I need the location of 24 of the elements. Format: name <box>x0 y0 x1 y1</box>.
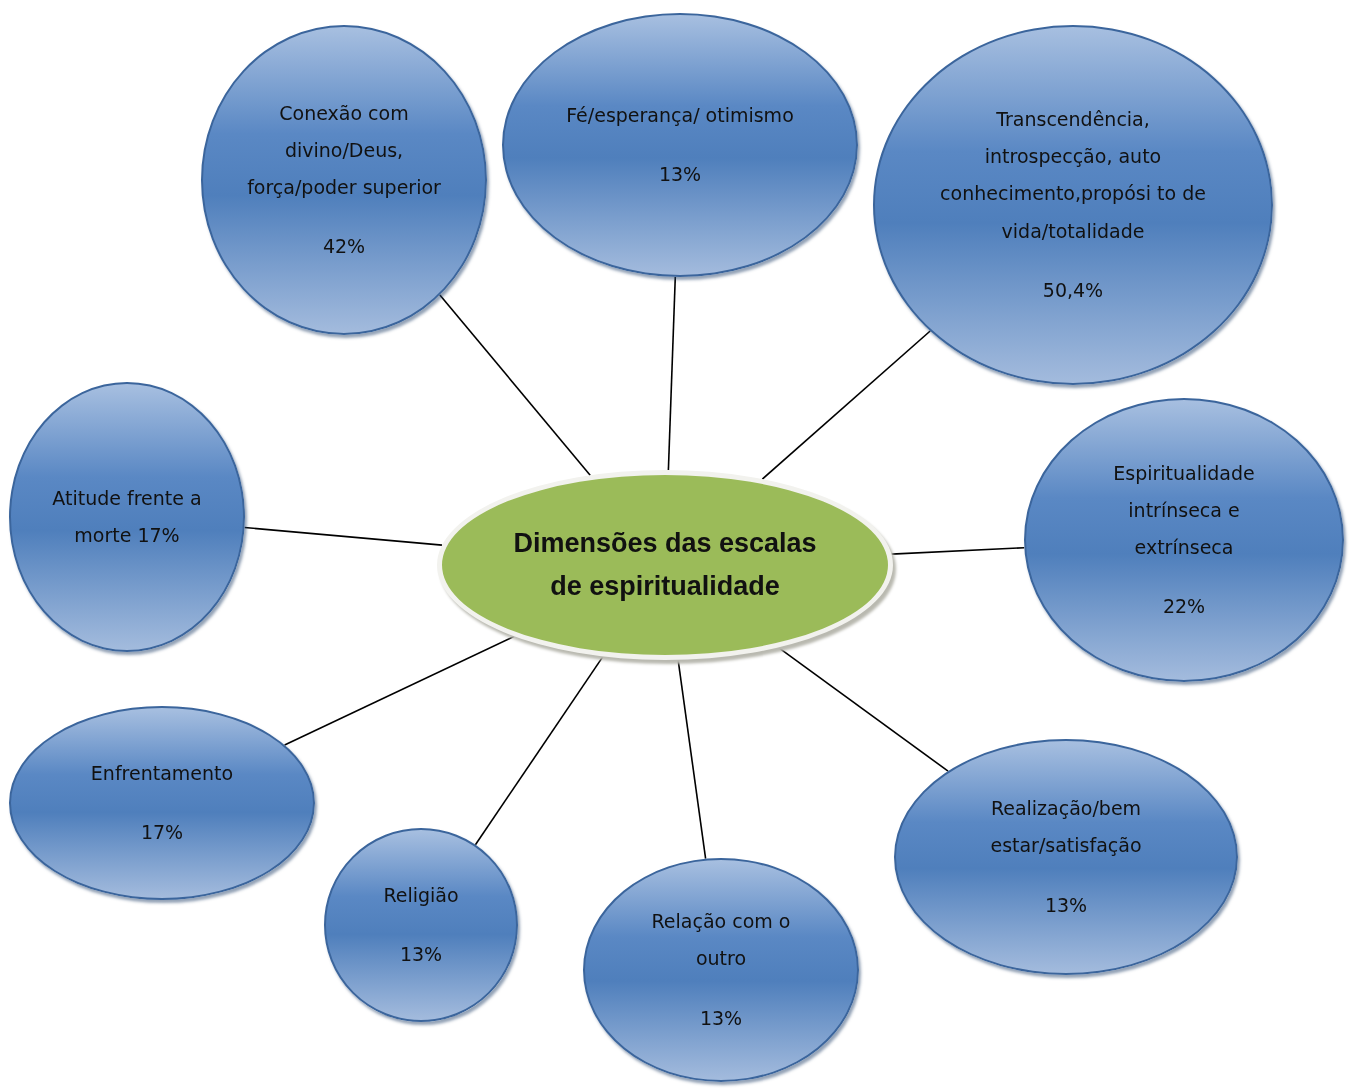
dimension-label: Relação com o outro <box>650 909 792 972</box>
connector-line <box>667 276 677 471</box>
percentage-value: 50,4% <box>1042 277 1104 303</box>
central-title: Dimensões das escalas de espiritualidade <box>512 526 818 603</box>
connector-line <box>890 546 1026 555</box>
dimension-label: Atitude frente a morte 17% <box>51 485 203 548</box>
percentage-value: 22% <box>1162 594 1206 620</box>
dimension-label: Conexão com divino/Deus, força/poder superior <box>246 100 442 200</box>
percentage-value: 13% <box>658 162 702 187</box>
percentage-value: 13% <box>699 1005 743 1031</box>
percentage-value: 13% <box>399 942 443 967</box>
dimension-label: Realização/bem estar/satisfação <box>989 796 1143 859</box>
percentage-value: 13% <box>1044 892 1088 918</box>
dimension-label: Fé/esperança/ otimismo <box>566 102 794 128</box>
connector-line <box>283 635 516 746</box>
connector-line <box>677 659 707 860</box>
dimension-label: Espiritualidade intrínseca e extrínseca <box>1112 460 1256 560</box>
dimension-label: Religião <box>383 882 459 908</box>
dimension-label: Enfrentamento <box>90 760 234 786</box>
connector-line <box>777 646 949 772</box>
percentage-value: 17% <box>140 820 184 845</box>
connector-line <box>761 330 931 480</box>
percentage-value: 42% <box>322 234 366 260</box>
dimension-label: Transcendência, introspecção, auto conhecimento,propósi to de vida/totalidade <box>939 107 1207 244</box>
